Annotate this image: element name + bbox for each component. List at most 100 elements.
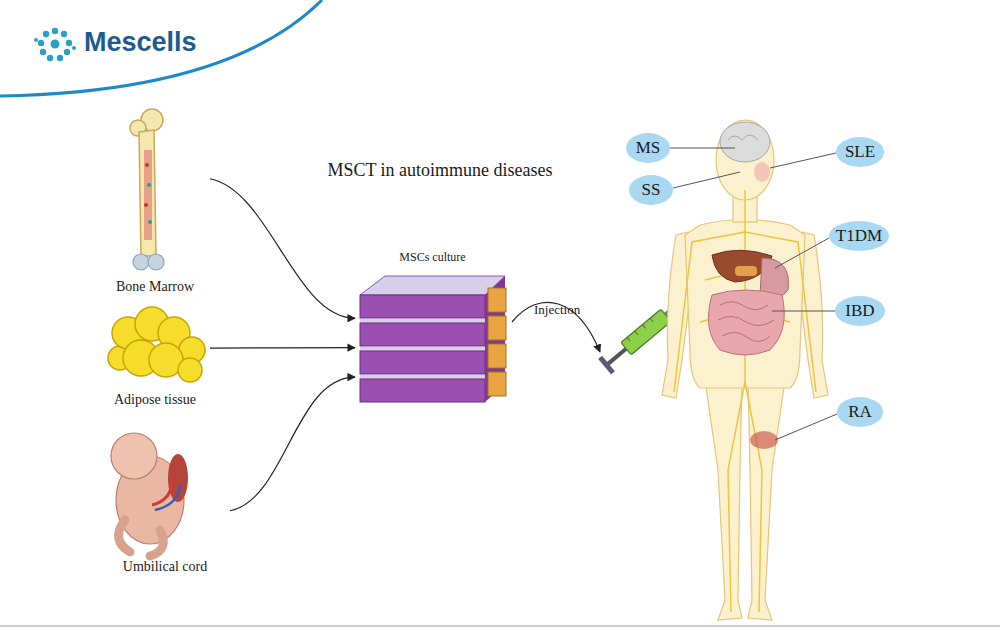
logo-icon-part [34, 38, 38, 42]
culture-flasks-part [360, 351, 485, 374]
culture-flasks-part [488, 316, 506, 340]
logo-icon-part [38, 40, 44, 46]
syringe-part [608, 349, 626, 364]
source-node: Adipose tissue [100, 300, 210, 408]
logo-icon-part [61, 31, 67, 37]
injection-arrow [512, 302, 600, 352]
edge-label: Injection [534, 302, 580, 318]
leader-lines-part [770, 153, 836, 168]
bone-illustration-part [144, 203, 148, 207]
disease-label: T1DM [836, 226, 882, 246]
footer-rule [0, 625, 1000, 627]
header-swoosh [0, 0, 322, 96]
diagram-title: MSCT in autoimmune diseases [290, 160, 590, 181]
disease-label: SLE [845, 142, 875, 162]
disease-label: RA [848, 402, 872, 422]
culture-flasks-part [360, 347, 485, 351]
logo-icon-part [47, 55, 53, 61]
bone-illustration-part [139, 130, 156, 256]
disease-label: SS [642, 180, 661, 200]
culture-flasks-part [360, 379, 485, 402]
human-body-part [716, 120, 774, 200]
logo-icon-part [66, 40, 72, 46]
disease-oval: SS [629, 175, 673, 205]
nerves-part [745, 382, 762, 612]
culture-flasks-part [360, 323, 485, 346]
source-node: Bone Marrow [100, 106, 210, 295]
brain-part [728, 135, 758, 140]
disease-oval: MS [626, 133, 670, 163]
fetus-illustration-part [150, 530, 163, 556]
logo-icon-part [64, 49, 70, 55]
logo-icon-part [57, 55, 63, 61]
brain [720, 122, 770, 182]
syringe-part [598, 356, 615, 375]
bone-illustration-part [148, 220, 152, 224]
leader-lines-part [775, 414, 837, 440]
human-body [662, 120, 828, 620]
culture-flasks-part [488, 344, 506, 368]
leader-lines-part [772, 311, 835, 312]
bone-illustration-part [147, 183, 151, 187]
bone-illustration-part [148, 254, 164, 270]
source-node: Umbilical cord [100, 422, 230, 575]
brain-part [754, 162, 770, 182]
culture-flasks-part [488, 288, 506, 312]
header-swoosh-part [0, 0, 322, 96]
logo-icon-part [40, 49, 46, 55]
disease-label: IBD [845, 301, 874, 321]
leader-lines [670, 148, 837, 440]
bone-illustration-part [145, 163, 149, 167]
logo-icon-part [51, 40, 60, 49]
fetus-illustration-part [119, 520, 130, 552]
nerves [674, 190, 816, 612]
culture-flasks-part [360, 319, 485, 323]
logo-icon-part [72, 46, 76, 50]
syringe-part [642, 325, 645, 329]
culture-flasks-part [360, 276, 505, 295]
node-label: MSCs culture [399, 250, 465, 265]
logo-icon-part [43, 31, 49, 37]
disease-oval: T1DM [829, 221, 889, 251]
syringe-part [627, 337, 630, 341]
bone-illustration-part [133, 254, 149, 270]
fetus-illustration-part [155, 485, 180, 510]
node-label: Bone Marrow [116, 279, 194, 295]
syringe-part [621, 309, 671, 355]
disease-oval: SLE [836, 137, 884, 167]
brain-part [720, 122, 770, 162]
disease-oval: RA [837, 397, 883, 427]
fetus-illustration-part [111, 433, 157, 479]
flow-arrow [230, 377, 355, 511]
organs-part [718, 302, 774, 342]
flow-arrow [210, 347, 355, 349]
culture-flasks-part [485, 276, 505, 402]
organs [708, 250, 788, 449]
logo-icon-part [52, 28, 58, 34]
header-swoosh-part [0, 0, 322, 96]
logo-text: Mescells [84, 27, 197, 58]
logo-icon [34, 28, 76, 61]
syringe-part [650, 318, 653, 322]
organs-part [708, 290, 784, 355]
leader-lines-part [775, 238, 829, 268]
leader-lines-part [673, 172, 740, 188]
syringe-part [635, 331, 638, 335]
human-body-part [748, 380, 785, 620]
bone-illustration [130, 109, 164, 270]
human-body-part [705, 380, 742, 620]
adipose-illustration [108, 307, 205, 382]
bone-illustration-part [144, 150, 152, 240]
node-label: Umbilical cord [123, 559, 207, 575]
adipose-illustration-part [178, 358, 202, 382]
culture-node: MSCs culture [355, 250, 510, 405]
leader-lines-part [670, 148, 735, 149]
disease-label: MS [636, 138, 661, 158]
fetus-illustration-part [152, 480, 172, 505]
fetus-illustration [111, 433, 188, 556]
node-label: Adipose tissue [114, 392, 196, 408]
nerves-part [728, 382, 745, 612]
culture-flasks-part [360, 375, 485, 379]
